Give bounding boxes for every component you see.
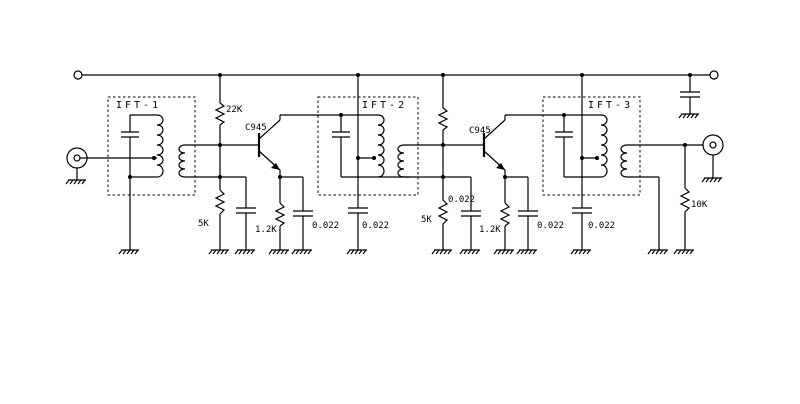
ground-icon	[208, 249, 229, 255]
supply-terminal-right	[709, 70, 719, 80]
capacitor-2-label: 0.022	[362, 221, 389, 231]
ift-3-transformer: IFT-3 0.022	[542, 75, 705, 255]
stage-1-bias: 22K 5K	[198, 75, 256, 255]
transistor-2: C945	[469, 114, 564, 177]
transistor-2-label: C945	[469, 126, 491, 136]
capacitor-4-label: 0.022	[537, 221, 564, 231]
ift-1-label: IFT-1	[116, 100, 161, 111]
output-connector	[701, 134, 724, 183]
stage-2-emitter: 1.2K 0.022	[479, 175, 564, 255]
ground-icon	[118, 249, 139, 255]
transistor-1: C945	[245, 114, 341, 177]
ground-icon	[570, 249, 591, 255]
ground-icon	[346, 249, 367, 255]
resistor-5k-2-label: 5K	[421, 215, 432, 225]
resistor-1-2k-2-label: 1.2K	[479, 225, 501, 235]
ground-icon	[673, 249, 694, 255]
capacitor-3-label: 0.022	[448, 195, 475, 205]
ift-2-transformer: IFT-2 0.022	[317, 75, 484, 255]
ground-icon	[268, 249, 289, 255]
resistor-10k-label: 10K	[691, 200, 708, 210]
supply-rail	[73, 70, 719, 80]
input-connector	[65, 147, 152, 185]
capacitor-1-label: 0.022	[312, 221, 339, 231]
transistor-1-label: C945	[245, 123, 267, 133]
ground-icon	[647, 249, 668, 255]
ground-icon	[493, 249, 514, 255]
ift-2-label: IFT-2	[362, 100, 407, 111]
ground-icon	[234, 249, 255, 255]
ground-icon	[459, 249, 480, 255]
output-stage: 10K	[673, 143, 708, 255]
stage-1-emitter: 1.2K 0.022	[255, 175, 339, 255]
capacitor-5-label: 0.022	[588, 221, 615, 231]
ground-icon	[65, 179, 86, 185]
resistor-1-2k-label: 1.2K	[255, 225, 277, 235]
ground-icon	[701, 177, 722, 183]
ift-3-label: IFT-3	[588, 100, 633, 111]
ift-1-transformer: IFT-1	[107, 96, 259, 255]
ground-icon	[516, 249, 537, 255]
resistor-22k-label: 22K	[226, 105, 243, 115]
stage-2-bias: 0.022 5K	[410, 75, 481, 255]
decoupling-capacitor	[678, 75, 700, 119]
supply-terminal-left	[73, 70, 83, 80]
ground-icon	[678, 113, 699, 119]
resistor-5k-label: 5K	[198, 219, 209, 229]
ground-icon	[431, 249, 452, 255]
ground-icon	[291, 249, 312, 255]
